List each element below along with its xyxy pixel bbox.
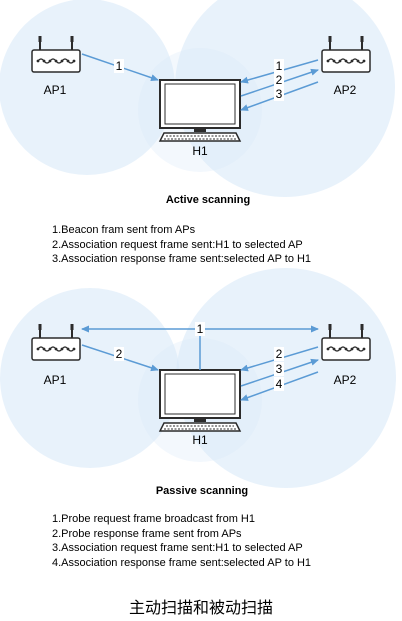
passive-scanning-notes: 1.Probe request frame broadcast from H1 … [52,512,311,570]
h1-label: H1 [192,144,208,158]
note-line: 2.Probe response frame sent from APs [52,527,242,540]
passive-scanning-caption: Passive scanning [156,485,248,497]
ap1-label: AP1 [44,373,67,387]
h1-label: H1 [192,433,208,447]
arrow-label-3: 3 [276,87,283,101]
note-line: 3.Association request frame sent:H1 to s… [52,542,303,554]
ap2-coverage-area [176,268,396,488]
arrow-label-1: 1 [116,59,123,73]
passive-scanning-diagram: AP1 AP2 H1 1 2 2 3 4 Passive scanning [0,268,396,497]
note-line: 1.Probe request frame broadcast from H1 [52,513,255,525]
ap2-label: AP2 [334,83,357,97]
arrow-label-2: 2 [276,73,283,87]
ap2-coverage-area [175,0,395,197]
active-scanning-notes: 1.Beacon fram sent from APs 2.Associatio… [52,223,311,267]
active-scanning-diagram: AP1 AP2 H1 1 1 2 3 Active scanning [0,0,395,206]
arrow-label-2: 2 [116,347,123,361]
arrow-label-1: 1 [197,322,204,336]
ap1-coverage-area [0,288,180,468]
figure-caption: 主动扫描和被动扫描 [128,598,273,617]
ap1-label: AP1 [44,83,67,97]
note-line: 3.Association response frame sent:select… [52,253,312,265]
ap1-coverage-area [0,0,175,175]
arrow-label-2: 2 [276,347,283,361]
active-scanning-caption: Active scanning [166,194,250,206]
note-line: 4.Association response frame sent:select… [52,556,312,569]
arrow-label-4: 4 [276,377,283,391]
arrow-label-3: 3 [276,362,283,376]
note-line: 1.Beacon fram sent from APs [52,224,196,236]
arrow-label-1: 1 [276,59,283,73]
ap2-label: AP2 [334,373,357,387]
note-line: 2.Association request frame sent:H1 to s… [52,238,303,251]
